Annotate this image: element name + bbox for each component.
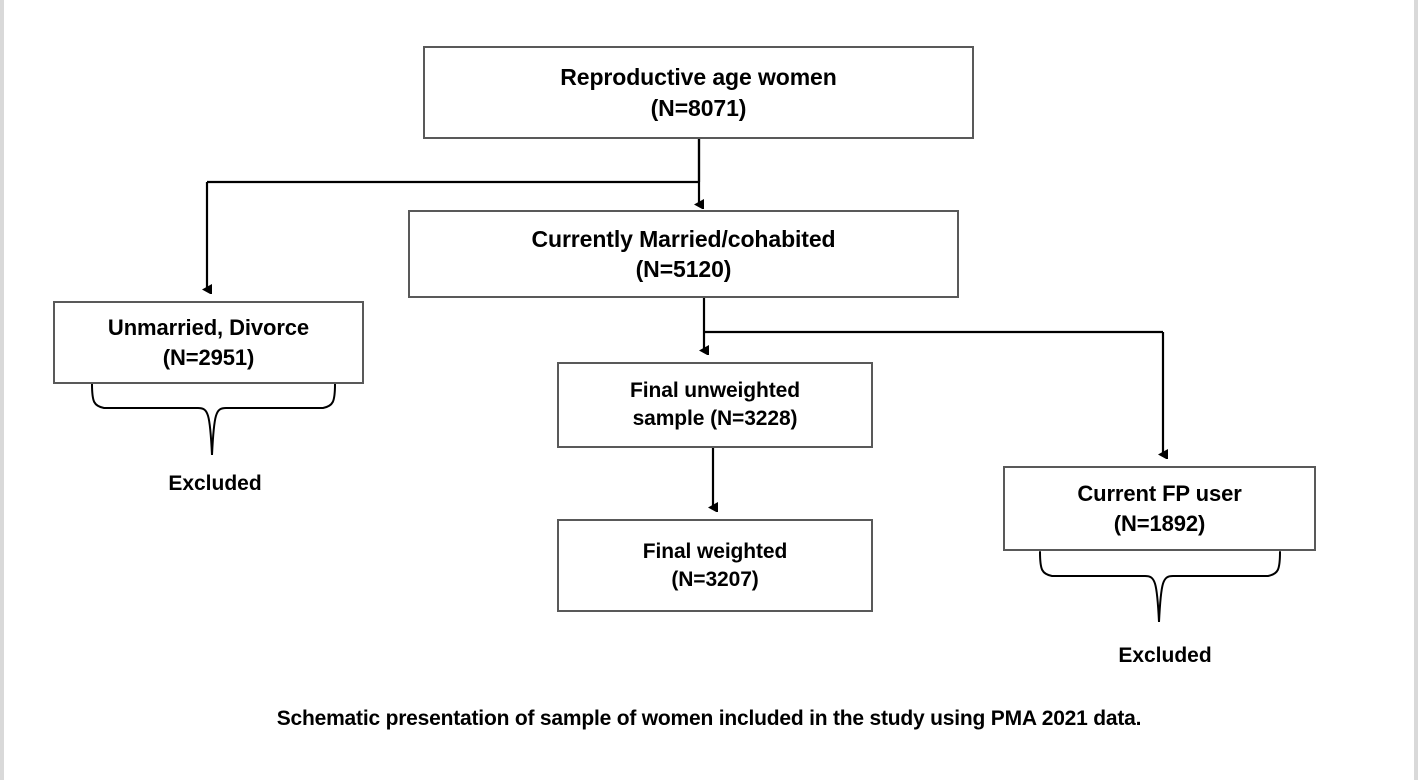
node-final-weighted: Final weighted (N=3207) — [557, 519, 873, 612]
page-right-edge-bar — [1414, 0, 1418, 780]
node-unweighted-title: Final unweighted — [630, 379, 800, 403]
node-unweighted-count: sample (N=3228) — [632, 407, 798, 430]
node-unmarried-title: Unmarried, Divorce — [107, 315, 310, 341]
node-unmarried-divorce: Unmarried, Divorce (N=2951) — [53, 301, 364, 384]
node-weighted-count: (N=3207) — [671, 567, 759, 591]
node-currently-married: Currently Married/cohabited (N=5120) — [408, 210, 959, 298]
node-weighted-title: Final weighted — [642, 539, 788, 563]
node-reproductive-title: Reproductive age women — [560, 64, 837, 91]
excluded-label-right: Excluded — [1118, 644, 1212, 667]
excluded-label-left: Excluded — [168, 472, 262, 495]
node-married-count: (N=5120) — [635, 256, 732, 282]
node-reproductive-age-women: Reproductive age women (N=8071) — [423, 46, 974, 139]
node-fp-count: (N=1892) — [1113, 510, 1206, 536]
figure-caption: Schematic presentation of sample of wome… — [276, 707, 1142, 730]
node-fp-title: Current FP user — [1077, 481, 1242, 507]
node-final-unweighted-sample: Final unweighted sample (N=3228) — [557, 362, 873, 448]
node-reproductive-count: (N=8071) — [650, 94, 747, 121]
node-married-title: Currently Married/cohabited — [531, 225, 836, 252]
page-left-edge-bar — [0, 0, 4, 780]
node-unmarried-count: (N=2951) — [162, 344, 255, 370]
node-current-fp-user: Current FP user (N=1892) — [1003, 466, 1316, 551]
